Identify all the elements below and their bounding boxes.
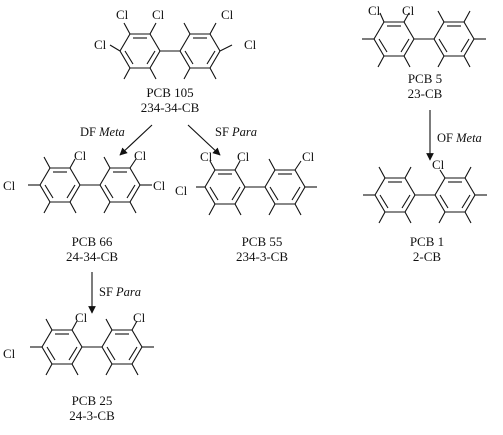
molecule-code: 23-CB <box>408 86 443 101</box>
chlorine-label: Cl <box>175 183 188 198</box>
biphenyl-structure <box>28 156 152 214</box>
biphenyl-structure <box>109 22 233 80</box>
pathway-label: SF Para <box>215 125 257 139</box>
arrow-pcb5-to-pcb1: OF Meta <box>426 110 482 161</box>
biphenyl-structure <box>196 158 317 216</box>
molecule-name: PCB 25 <box>72 393 113 408</box>
biphenyl-structure <box>363 166 487 224</box>
pathway-label: SF Para <box>99 285 141 299</box>
arrow-pcb105-to-pcb55: SF Para <box>187 124 257 156</box>
molecule-code: 234-34-CB <box>141 100 200 115</box>
molecule-name: PCB 105 <box>146 85 193 100</box>
chlorine-label: Cl <box>152 7 165 22</box>
chlorine-label: Cl <box>221 7 234 22</box>
chlorine-label: Cl <box>402 3 415 18</box>
arrow-pcb105-to-pcb66: DF Meta <box>80 124 153 156</box>
chlorine-label: Cl <box>75 310 88 325</box>
chlorine-label: Cl <box>133 310 146 325</box>
molecule-name: PCB 1 <box>410 234 444 249</box>
molecule-code: 234-3-CB <box>236 249 288 264</box>
molecule-pcb25: Cl Cl Cl PCB 25 24-3-CB <box>3 310 154 423</box>
chlorine-label: Cl <box>368 3 381 18</box>
chlorine-label: Cl <box>94 37 107 52</box>
pathway-label: OF Meta <box>437 131 482 145</box>
biphenyl-structure <box>30 318 154 376</box>
molecule-pcb1: Cl PCB 1 2-CB <box>363 157 487 264</box>
molecule-name: PCB 5 <box>408 71 442 86</box>
molecule-pcb105: Cl Cl Cl Cl Cl PCB 105 234-34-CB <box>94 7 257 115</box>
chlorine-label: Cl <box>432 157 445 172</box>
chlorine-label: Cl <box>3 178 16 193</box>
chlorine-label: Cl <box>74 148 87 163</box>
arrow-pcb66-to-pcb25: SF Para <box>88 272 141 314</box>
molecule-name: PCB 66 <box>72 234 113 249</box>
pathway-label: DF Meta <box>80 125 125 139</box>
biphenyl-structure <box>362 10 486 68</box>
chlorine-label: Cl <box>237 149 250 164</box>
chlorine-label: Cl <box>134 148 147 163</box>
chlorine-label: Cl <box>302 149 315 164</box>
chlorine-label: Cl <box>3 346 16 361</box>
molecule-pcb66: Cl Cl Cl Cl PCB 66 24-34-CB <box>3 148 166 264</box>
chlorine-label: Cl <box>244 37 257 52</box>
molecule-pcb5: Cl Cl PCB 5 23-CB <box>362 3 486 101</box>
molecule-code: 2-CB <box>413 249 442 264</box>
chlorine-label: Cl <box>116 7 129 22</box>
molecule-code: 24-34-CB <box>66 249 118 264</box>
chlorine-label: Cl <box>153 178 166 193</box>
molecule-code: 24-3-CB <box>69 408 115 423</box>
molecule-pcb55: Cl Cl Cl Cl PCB 55 234-3-CB <box>175 149 317 264</box>
molecule-name: PCB 55 <box>242 234 283 249</box>
chlorine-label: Cl <box>200 149 213 164</box>
